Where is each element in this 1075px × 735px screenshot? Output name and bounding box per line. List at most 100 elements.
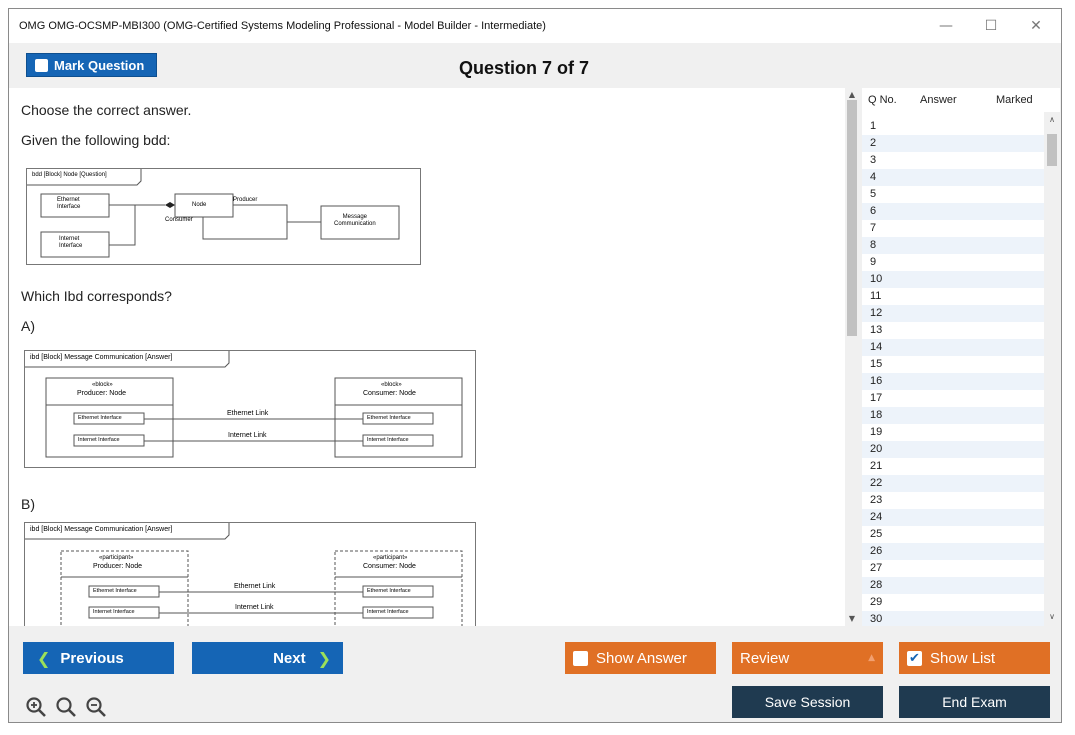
chevron-right-icon: ❯ [317,648,331,668]
ibd-a-link-2: Internet Link [228,432,267,439]
ibd-b-link-2: Internet Link [235,604,274,611]
question-list-scrollbar[interactable]: ∧ ∨ [1044,112,1060,626]
show-answer-label: Show Answer [596,649,687,667]
question-list-row[interactable]: 8 [862,237,1044,254]
ibd-a-left-stereotype: «block» [92,382,113,388]
question-list-row[interactable]: 1 [870,120,877,132]
content-scrollbar[interactable]: ▲ ▼ [845,88,859,626]
content-scroll-thumb[interactable] [847,100,857,336]
ibd-option-a: ibd [Block] Message Communication [Answe… [24,350,476,468]
show-list-button[interactable]: ✔ Show List [899,642,1050,674]
ibd-a-port-2-right: Internet Interface [367,437,409,443]
show-answer-button[interactable]: Show Answer [565,642,716,674]
ibd-b-right-stereotype: «participant» [373,555,408,561]
ibd-a-port-1-right: Ethernet Interface [367,415,411,421]
question-list-row[interactable]: 10 [862,271,1044,288]
bdd-node-block: Node [192,202,207,208]
question-list-row[interactable]: 22 [862,475,1044,492]
ibd-a-left-name: Producer: Node [77,390,127,397]
question-list-row[interactable]: 30 [862,611,1044,626]
question-list-row[interactable]: 21 [870,460,883,472]
maximize-button[interactable]: ☐ [984,18,998,34]
search-icon[interactable] [55,696,77,718]
show-list-label: Show List [930,649,996,667]
list-scroll-thumb[interactable] [1047,134,1057,166]
question-list-row[interactable]: 24 [862,509,1044,526]
scroll-up-arrow-icon[interactable]: ▲ [848,90,856,99]
close-button[interactable]: ✕ [1030,18,1042,34]
col-qno-header: Q No. [868,94,897,106]
question-list-row[interactable]: 15 [870,358,883,370]
question-list-row[interactable]: 13 [870,324,883,336]
bdd-producer-role: Producer [233,197,258,203]
question-list-row[interactable]: 2 [862,135,1044,152]
question-list-row[interactable]: 5 [870,188,877,200]
checked-checkbox-icon: ✔ [907,650,922,666]
question-list-header: Q No. Answer Marked [862,88,1060,112]
mark-question-label: Mark Question [54,57,145,73]
ibd-b-port-1-left: Ethernet Interface [93,588,137,594]
question-list-row[interactable]: 14 [862,339,1044,356]
bdd-ethernet-block: Ethernet Interface [57,197,81,210]
question-list-row[interactable]: 6 [862,203,1044,220]
question-list-row[interactable]: 28 [862,577,1044,594]
question-list-row[interactable]: 23 [870,494,883,506]
title-bar: OMG OMG-OCSMP-MBI300 (OMG-Certified Syst… [9,9,1061,43]
question-list-row[interactable]: 20 [862,441,1044,458]
ibd-a-right-name: Consumer: Node [363,390,416,397]
question-list-row[interactable]: 16 [862,373,1044,390]
option-b-label: B) [21,496,35,512]
save-session-button[interactable]: Save Session [732,686,883,718]
question-list-row[interactable]: 4 [862,169,1044,186]
question-list-row[interactable]: 17 [870,392,883,404]
minimize-button[interactable]: — [939,18,953,34]
zoom-out-icon[interactable] [85,696,107,718]
ibd-a-svg [25,351,463,458]
bdd-diagram-svg [27,169,400,258]
question-list-row[interactable]: 26 [862,543,1044,560]
bdd-header: bdd [Block] Node [Question] [32,172,107,178]
question-list-row[interactable]: 19 [870,426,883,438]
ibd-b-port-1-right: Ethernet Interface [367,588,411,594]
scroll-down-arrow-icon[interactable]: ▼ [848,614,856,623]
ibd-b-right-name: Consumer: Node [363,563,416,570]
question-list-row[interactable]: 3 [870,154,877,166]
ibd-b-link-1: Ethernet Link [234,583,276,590]
question-list-row[interactable]: 7 [870,222,877,234]
ibd-b-left-stereotype: «participant» [99,555,134,561]
bottom-bar: ❮ Previous Next ❯ Show Answer Review ▲ ✔… [9,626,1061,722]
ibd-b-port-2-left: Internet Interface [93,609,135,615]
question-toolbar: Mark Question Question 7 of 7 [9,43,1061,88]
question-list-row[interactable]: 18 [862,407,1044,424]
ibd-a-link-1: Ethernet Link [227,410,269,417]
ibd-b-port-2-right: Internet Interface [367,609,409,615]
question-list-row[interactable]: 27 [870,562,883,574]
zoom-in-icon[interactable] [25,696,47,718]
ibd-a-port-2-left: Internet Interface [78,437,120,443]
question-list-row[interactable]: 11 [870,290,882,302]
previous-button[interactable]: ❮ Previous [23,642,174,674]
end-exam-button[interactable]: End Exam [899,686,1050,718]
list-scroll-down-icon[interactable]: ∨ [1049,612,1055,621]
given-text: Given the following bdd: [21,132,171,148]
question-list-row[interactable]: 25 [870,528,883,540]
question-list-row[interactable]: 29 [870,596,883,608]
question-list-row[interactable]: 12 [862,305,1044,322]
next-label: Next [273,649,306,667]
question-list-row[interactable]: 9 [870,256,877,268]
bdd-message-block: Message Communication [334,214,376,227]
prompt-text: Which Ibd corresponds? [21,288,172,304]
review-dropdown[interactable]: Review ▲ [732,642,883,674]
ibd-a-right-stereotype: «block» [381,382,402,388]
next-button[interactable]: Next ❯ [192,642,343,674]
bdd-diagram: bdd [Block] Node [Question] Ethernet Int… [26,168,421,265]
mark-question-button[interactable]: Mark Question [26,53,157,77]
app-window: OMG OMG-OCSMP-MBI300 (OMG-Certified Syst… [8,8,1062,723]
list-scroll-up-icon[interactable]: ∧ [1049,115,1055,124]
ibd-b-left-name: Producer: Node [93,563,143,570]
ibd-b-svg [25,523,463,626]
previous-label: Previous [60,649,124,667]
window-title: OMG OMG-OCSMP-MBI300 (OMG-Certified Syst… [19,20,546,32]
ibd-option-b: ibd [Block] Message Communication [Answe… [24,522,476,626]
